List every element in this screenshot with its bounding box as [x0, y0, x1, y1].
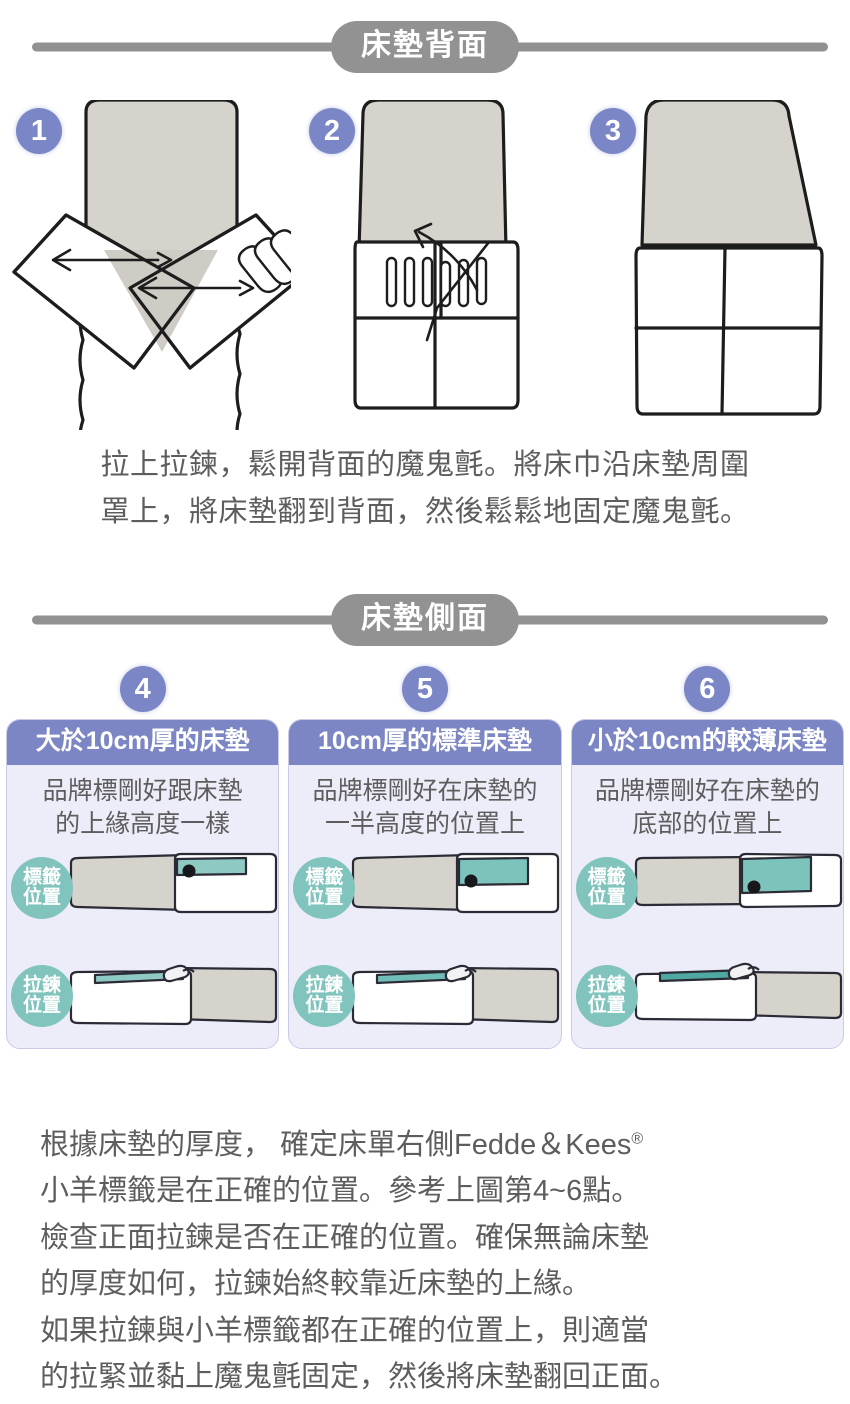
cards-row: 4 大於10cm厚的床墊 品牌標剛好跟床墊 的上緣高度一樣 標籤 位置 — [0, 666, 850, 1049]
card-6-panel: 小於10cm的較薄床墊 品牌標剛好在床墊的 底部的位置上 標籤 位置 — [570, 719, 844, 1049]
paragraph-bottom-line-1: 根據床墊的厚度， 確定床單右側Fedde＆Kees® — [40, 1122, 830, 1168]
paragraph-bottom-line-6: 的拉緊並黏上魔鬼氈固定，然後將床墊翻回正面。 — [40, 1360, 679, 1393]
card-4-panel: 大於10cm厚的床墊 品牌標剛好跟床墊 的上緣高度一樣 標籤 位置 — [6, 719, 280, 1049]
mattress-sketch-2 — [353, 100, 520, 410]
mattress-sketch-1 — [12, 100, 291, 430]
badge-line-1: 標籤 — [22, 866, 61, 888]
card-4-description-line-2: 的上緣高度一樣 — [55, 810, 231, 838]
step-number-1: 1 — [16, 108, 62, 154]
card-4-heading: 大於10cm厚的床墊 — [7, 720, 279, 765]
section-divider-back: 床墊背面 — [0, 12, 850, 82]
step-1-illustration: 1 — [8, 100, 291, 430]
step-number-3: 3 — [590, 108, 636, 154]
card-5-description-line-1: 品牌標剛好在床墊的 — [312, 777, 538, 805]
label-position-diagram-6 — [634, 852, 842, 909]
card-6-description-line-1: 品牌標剛好在床墊的 — [594, 777, 820, 805]
zipper-position-diagram-5 — [352, 964, 560, 1026]
label-dot-5 — [464, 874, 478, 888]
zipper-position-diagram-4 — [69, 964, 278, 1026]
badge-line-2: 位置 — [305, 995, 344, 1016]
section-divider-side: 床墊側面 — [0, 585, 850, 655]
steps-top-row: 1 — [0, 100, 850, 430]
card-5-number-wrap: 5 — [288, 666, 561, 712]
paragraph-bottom-line-4: 的厚度如何，拉鍊始終較靠近床墊的上緣。 — [40, 1268, 592, 1301]
card-6-label-illustration: 標籤 位置 — [572, 849, 843, 935]
card-5-label-illustration: 標籤 位置 — [289, 849, 560, 935]
mattress-sketch-3 — [634, 100, 824, 416]
step-number-4: 4 — [119, 666, 166, 712]
badge-line-1: 標籤 — [305, 866, 344, 888]
step-number-5: 5 — [401, 666, 448, 712]
card-6-zipper-badge: 拉鍊 位置 — [575, 965, 638, 1027]
card-5-panel: 10cm厚的標準床墊 品牌標剛好在床墊的 一半高度的位置上 標籤 位置 — [288, 719, 562, 1049]
card-4: 4 大於10cm厚的床墊 品牌標剛好跟床墊 的上緣高度一樣 標籤 位置 — [6, 666, 280, 1049]
card-4-description: 品牌標剛好跟床墊 的上緣高度一樣 — [7, 765, 278, 841]
zipper-position-diagram-6 — [634, 962, 842, 1022]
label-position-diagram-5 — [352, 852, 560, 914]
card-6-number-wrap: 6 — [571, 666, 844, 712]
card-5-zipper-illustration: 拉鍊 位置 — [289, 957, 560, 1043]
registered-mark: ® — [631, 1130, 644, 1148]
card-4-label-badge: 標籤 位置 — [11, 857, 73, 919]
badge-line-2: 位置 — [587, 887, 626, 908]
label-dot-6 — [747, 880, 761, 894]
label-position-diagram-4 — [69, 852, 278, 914]
step-2-illustration: 2 — [291, 100, 574, 430]
card-6-zipper-illustration: 拉鍊 位置 — [572, 957, 843, 1043]
card-6-label-badge: 標籤 位置 — [575, 857, 638, 919]
badge-line-1: 拉鍊 — [22, 974, 61, 996]
card-6-heading: 小於10cm的較薄床墊 — [571, 720, 843, 765]
badge-line-2: 位置 — [22, 995, 61, 1016]
card-5-label-badge: 標籤 位置 — [293, 857, 356, 919]
card-6-description-line-2: 底部的位置上 — [632, 810, 783, 838]
card-6: 6 小於10cm的較薄床墊 品牌標剛好在床墊的 底部的位置上 標籤 位置 — [570, 666, 844, 1049]
step-number-6: 6 — [684, 666, 731, 712]
paragraph-bottom-line-1-text: 根據床墊的厚度， 確定床單右側Fedde＆Kees — [40, 1129, 632, 1161]
card-4-zipper-illustration: 拉鍊 位置 — [7, 957, 278, 1043]
step-number-2: 2 — [309, 108, 355, 154]
badge-line-1: 標籤 — [587, 866, 626, 888]
paragraph-top-line-2: 罩上，將床墊翻到背面，然後鬆鬆地固定魔鬼氈。 — [100, 495, 750, 528]
card-5-zipper-badge: 拉鍊 位置 — [293, 965, 356, 1027]
card-4-zipper-badge: 拉鍊 位置 — [11, 965, 73, 1027]
card-6-description: 品牌標剛好在床墊的 底部的位置上 — [572, 765, 843, 841]
paragraph-top: 拉上拉鍊，鬆開背面的魔鬼氈。將床巾沿床墊周圍 罩上，將床墊翻到背面，然後鬆鬆地固… — [0, 442, 850, 536]
card-5-description-line-2: 一半高度的位置上 — [324, 810, 525, 838]
paragraph-bottom-line-5: 如果拉鍊與小羊標籤都在正確的位置上，則適當 — [40, 1314, 650, 1347]
badge-line-2: 位置 — [22, 887, 61, 908]
badge-line-1: 拉鍊 — [305, 974, 344, 996]
card-4-number-wrap: 4 — [6, 666, 279, 712]
card-5: 5 10cm厚的標準床墊 品牌標剛好在床墊的 一半高度的位置上 標籤 位置 — [288, 666, 562, 1049]
card-4-description-line-1: 品牌標剛好跟床墊 — [42, 777, 243, 805]
card-5-description: 品牌標剛好在床墊的 一半高度的位置上 — [289, 765, 560, 841]
paragraph-bottom-line-2: 小羊標籤是在正確的位置。參考上圖第4~6點。 — [40, 1175, 641, 1208]
badge-line-1: 拉鍊 — [587, 974, 626, 996]
badge-line-2: 位置 — [587, 995, 626, 1016]
section-title-side: 床墊側面 — [331, 594, 519, 646]
label-dot-4 — [182, 864, 196, 878]
card-4-label-illustration: 標籤 位置 — [7, 849, 278, 935]
paragraph-bottom-line-3: 檢查正面拉鍊是否在正確的位置。確保無論床墊 — [40, 1221, 650, 1254]
step-3-illustration: 3 — [570, 100, 850, 430]
badge-line-2: 位置 — [305, 887, 344, 908]
paragraph-top-line-1: 拉上拉鍊，鬆開背面的魔鬼氈。將床巾沿床墊周圍 — [100, 449, 750, 481]
card-5-heading: 10cm厚的標準床墊 — [289, 720, 561, 765]
paragraph-bottom: 根據床墊的厚度， 確定床單右側Fedde＆Kees® 小羊標籤是在正確的位置。參… — [40, 1122, 830, 1400]
section-title-back: 床墊背面 — [331, 21, 519, 73]
